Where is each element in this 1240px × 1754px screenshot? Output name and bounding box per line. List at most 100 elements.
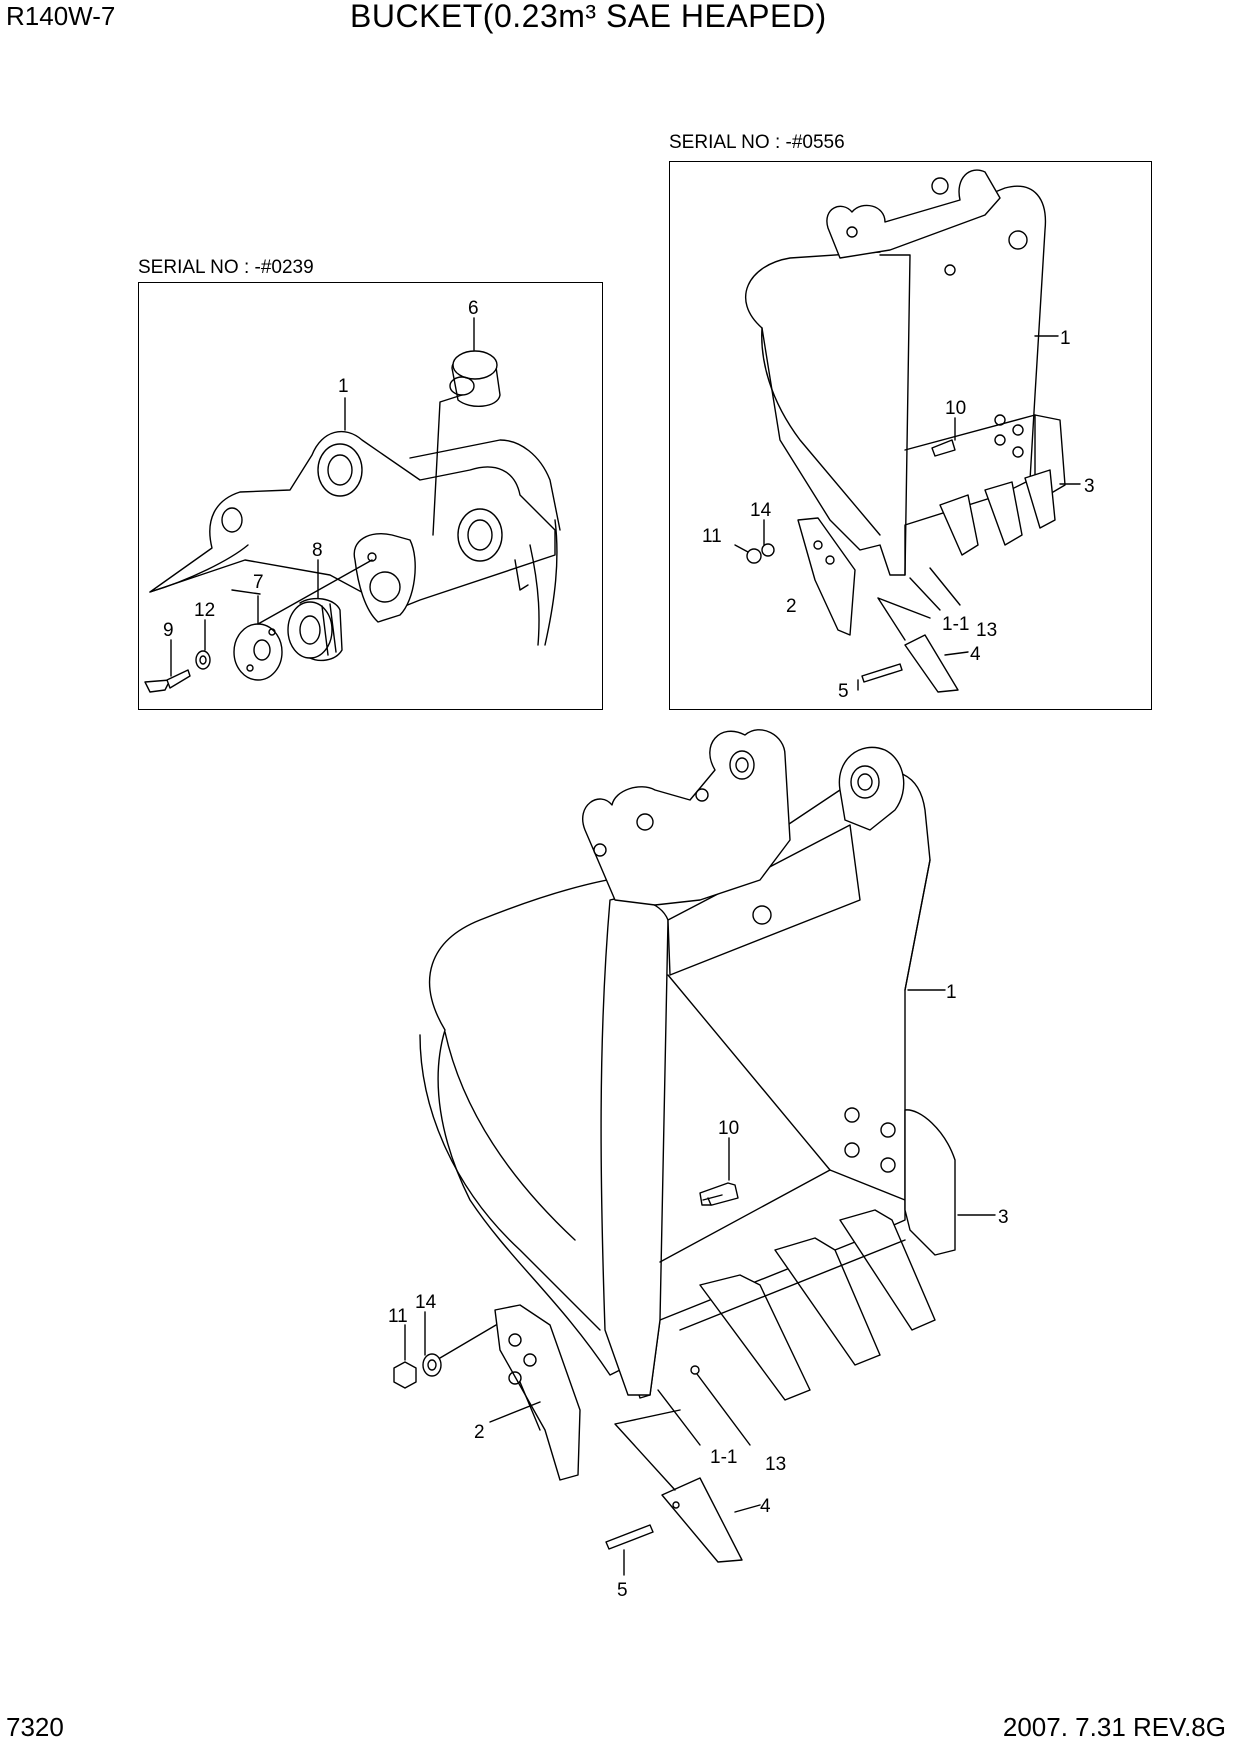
inset-frame-left — [138, 282, 603, 710]
ear-hole-b — [593, 843, 607, 857]
bucket-lip-edge — [419, 1034, 601, 1331]
bucket-inner-edge — [444, 1031, 576, 1241]
main-callout-11: 11 — [388, 1306, 408, 1327]
ear-hole-right — [850, 765, 880, 799]
small-nut — [746, 548, 762, 564]
loose-tooth — [661, 1477, 743, 1563]
ear-hole-upper-inner — [735, 757, 749, 773]
m-leader-13 — [696, 1373, 751, 1446]
bushing-flange — [452, 350, 498, 380]
main-bolt — [699, 1182, 739, 1206]
small-tooth-3 — [1024, 469, 1056, 529]
inset-left-callout-9: 9 — [163, 620, 174, 641]
small-bucket-floor — [904, 414, 1036, 451]
bushing-leader — [432, 394, 463, 536]
leader-7-a — [231, 589, 261, 595]
bucket-right-edge — [904, 859, 931, 991]
nut-axis — [439, 1324, 497, 1359]
small-side-bolt-c — [994, 434, 1006, 446]
washer — [195, 650, 211, 670]
main-callout-13: 13 — [765, 1454, 786, 1475]
bracket-side-line-b — [544, 519, 558, 646]
inset-left-drawing: 1 6 7 8 9 12 — [144, 298, 561, 693]
small-ear-hole-d — [944, 264, 956, 276]
inset-right-callout-3: 3 — [1084, 476, 1095, 497]
m-leader-1-1 — [657, 1389, 701, 1446]
tooth-adapter-line — [679, 1239, 906, 1331]
collar-grooves — [321, 603, 337, 656]
bolt-head — [144, 679, 171, 693]
inset-right-callout-13: 13 — [976, 620, 997, 641]
inset-right-callout-4: 4 — [970, 644, 981, 665]
serial-left: SERIAL NO : -#0239 — [138, 257, 314, 278]
side-bolt-a — [844, 1107, 860, 1123]
adapter-plate — [494, 1304, 581, 1481]
small-tooth-2 — [984, 481, 1023, 546]
ear-hole-c — [752, 905, 772, 925]
r-leader-4 — [944, 651, 969, 656]
bracket-side-line-a — [529, 544, 540, 646]
inset-left-callout-12: 12 — [194, 600, 215, 621]
small-tooth-guide — [877, 597, 931, 641]
inset-right-callout-14: 14 — [750, 500, 772, 521]
small-bucket-side-plate — [879, 254, 911, 576]
bracket-edge — [149, 544, 249, 593]
lower-plate — [353, 533, 416, 623]
small-bucket-ears — [826, 169, 1001, 259]
r-leader-13 — [929, 567, 961, 606]
inset-left-callout-6: 6 — [468, 298, 479, 319]
page-title: BUCKET(0.23m³ SAE HEAPED) — [350, 0, 827, 34]
small-ear-hole-b — [1008, 230, 1028, 250]
nut — [393, 1361, 417, 1389]
inset-right-callout-2: 2 — [786, 596, 797, 617]
ear-hole-a — [636, 813, 654, 831]
small-bucket-edge — [761, 327, 881, 536]
small-ear-hole-c — [846, 226, 858, 238]
bucket-side-diagonal — [667, 974, 831, 1171]
main-callout-10: 10 — [718, 1118, 739, 1139]
adapter-hole-a — [508, 1333, 522, 1347]
bucket-bracket — [149, 430, 556, 611]
inset-right-drawing: 1 10 3 14 11 2 1-1 13 4 5 — [702, 169, 1095, 702]
ear-hole-d — [695, 788, 709, 802]
main-callout-2: 2 — [474, 1422, 485, 1443]
adapter-hole-b — [523, 1353, 537, 1367]
date-revision: 2007. 7.31 REV.8G — [1002, 1712, 1226, 1742]
washer-main-hole — [427, 1359, 437, 1371]
boss-hole-upper — [317, 443, 363, 497]
bolt-shank — [166, 669, 191, 689]
inset-left-callout-1: 1 — [338, 376, 349, 397]
side-bolt-c — [844, 1142, 860, 1158]
collar-bore — [299, 615, 321, 645]
bucket-ears — [582, 729, 791, 906]
small-side-bolt-a — [994, 414, 1006, 426]
small-ear-hole-a — [931, 177, 949, 195]
small-plate-hole-b — [825, 555, 835, 565]
main-callout-4: 4 — [760, 1496, 771, 1517]
small-bolt — [931, 439, 956, 457]
small-plate-hole-a — [813, 540, 823, 550]
bucket-side-plate — [600, 897, 669, 1396]
r-leader-11 — [734, 544, 749, 553]
inset-left-callout-7: 7 — [253, 572, 264, 593]
bracket-hole-left — [221, 507, 243, 533]
bracket-top-plate — [409, 439, 561, 531]
small-loose-tooth — [904, 634, 959, 693]
inset-right-callout-11: 11 — [702, 526, 722, 547]
inset-left-callout-8: 8 — [312, 540, 323, 561]
inset-right-callout-1-1: 1-1 — [942, 614, 969, 635]
tooth-3 — [839, 1209, 936, 1331]
lower-plate-hole — [369, 571, 401, 603]
washer-hole — [199, 655, 207, 665]
small-pin — [861, 663, 903, 683]
boss-hole-right — [457, 508, 503, 562]
main-callout-14: 14 — [415, 1292, 437, 1313]
main-callout-5: 5 — [617, 1580, 628, 1601]
m-leader-2 — [489, 1401, 541, 1423]
adapter-hole-c — [508, 1371, 522, 1385]
plate-leader — [257, 559, 373, 625]
inset-frame-right — [669, 161, 1152, 710]
ear-hole-right-inner — [857, 773, 873, 791]
serial-right: SERIAL NO : -#0556 — [669, 132, 845, 153]
